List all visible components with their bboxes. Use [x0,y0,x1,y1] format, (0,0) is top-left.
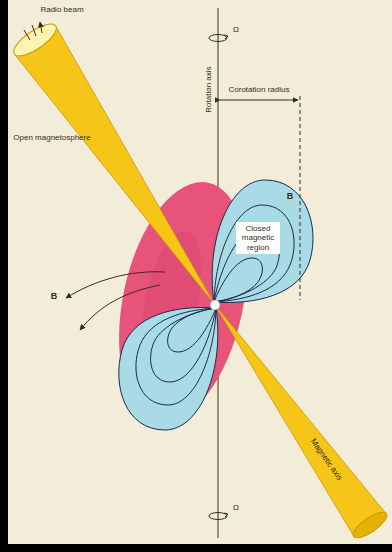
dimension-label: Corotation radius [229,85,290,94]
corotation-dimension-line [220,100,298,101]
beam-opening [9,19,61,62]
open-field-line [80,285,160,330]
rotation-arrowhead [224,513,228,517]
radio-beam-cone [215,305,386,537]
beam-arrows [24,22,42,40]
region-label: Closed magnetic region [236,222,280,254]
open-field-line [66,272,165,298]
rotation-arrow [209,513,227,520]
axis-label: Rotation axis [203,67,212,113]
field-symbol: B [51,291,58,301]
beam-label: Radio beam [40,5,83,14]
rotation-symbol: Ω [233,25,239,34]
field-symbol: B [287,191,294,201]
rotation-symbol: Ω [233,503,239,512]
beam-opening [350,508,391,542]
corotation-dashed-line [300,96,301,300]
axis-label: Magnetic axis [308,437,344,482]
region-label: Open magnetosphere [13,133,90,142]
rotation-arrow [209,35,227,42]
radio-beam-cone [14,26,215,305]
rotation-arrowhead [224,35,228,39]
paper-ground [8,0,392,544]
neutron-star [210,300,220,310]
